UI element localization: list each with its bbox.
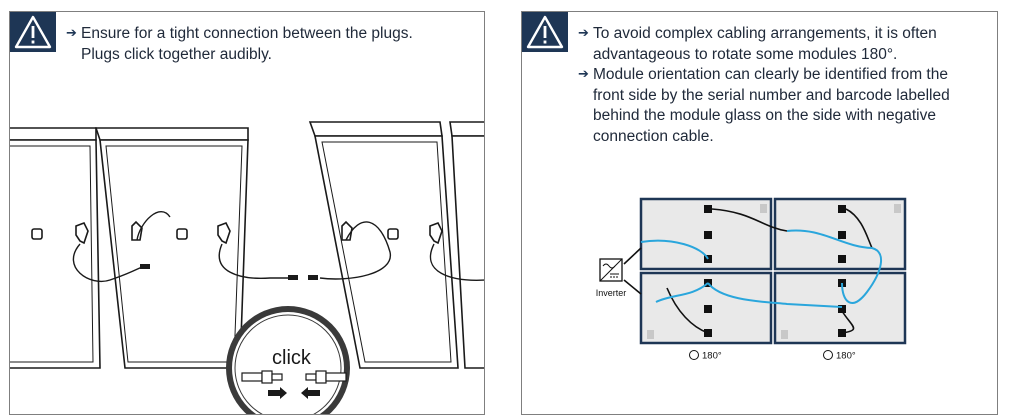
instruction-bullet: ➔ To avoid complex cabling arrangements,… [578, 24, 989, 65]
solar-module-2 [94, 127, 249, 369]
instruction-line: behind the module glass on the side with… [593, 107, 936, 125]
plug-connection-illustration [10, 121, 484, 414]
push-arrows [268, 387, 320, 399]
cable-plugs [140, 264, 318, 280]
instruction-line: Plugs click together audibly. [81, 45, 272, 63]
instruction-line: front side by the serial number and barc… [593, 86, 950, 104]
warning-icon [522, 12, 568, 52]
instruction-line: Module orientation can clearly be identi… [593, 66, 948, 84]
inverter-label: Inverter [596, 288, 627, 298]
black-cables [623, 208, 873, 334]
right-instructions: ➔ To avoid complex cabling arrangements,… [578, 24, 989, 148]
solar-module-3 [308, 121, 459, 369]
solar-module-4 [449, 121, 484, 369]
right-instruction-panel: ➔ To avoid complex cabling arrangements,… [521, 11, 998, 415]
instruction-bullet: ➔ Ensure for a tight connection between … [66, 24, 476, 65]
warning-icon [10, 12, 56, 52]
instruction-bullet: ➔ Module orientation can clearly be iden… [578, 65, 989, 147]
inverter-icon [599, 258, 623, 282]
module-grid [639, 197, 907, 345]
instruction-line: connection cable. [593, 127, 714, 145]
module-rotation-diagram: Inverter 180° 180° [596, 197, 907, 362]
rotation-marker-1: 180° [689, 350, 722, 362]
arrow-bullet-icon: ➔ [66, 26, 77, 41]
barcode-labels [647, 204, 901, 339]
left-instruction-panel: ➔ Ensure for a tight connection between … [9, 11, 485, 415]
plug-connectors [241, 370, 347, 384]
rotation-marker-2: 180° [823, 350, 856, 362]
arrow-bullet-icon: ➔ [578, 26, 589, 41]
blue-cables [640, 229, 882, 308]
click-callout [226, 306, 350, 414]
click-label: click [272, 347, 311, 369]
instruction-line: To avoid complex cabling arrangements, i… [593, 25, 937, 42]
junction-boxes [31, 220, 443, 245]
module-cables [72, 211, 484, 283]
left-instructions: ➔ Ensure for a tight connection between … [66, 24, 476, 65]
solar-module-1 [10, 127, 101, 369]
arrow-bullet-icon: ➔ [578, 67, 589, 83]
instruction-line: Ensure for a tight connection between th… [81, 25, 413, 42]
rotation-label: 180° [836, 351, 856, 362]
instruction-line: advantageous to rotate some modules 180°… [593, 45, 898, 63]
rotation-label: 180° [702, 351, 722, 362]
